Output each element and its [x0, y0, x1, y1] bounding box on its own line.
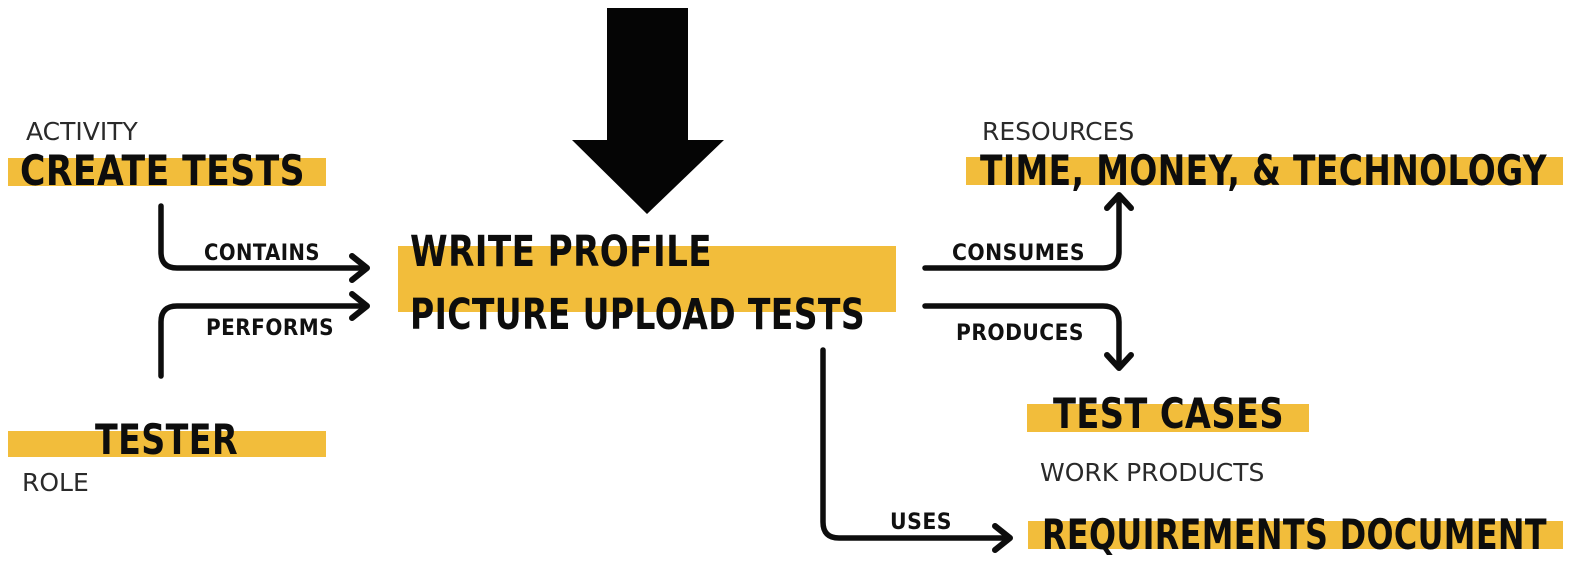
work-products-title: TEST CASES — [1053, 389, 1284, 438]
work-products-caption: WORK PRODUCTS — [1040, 458, 1264, 487]
edge-uses-label: USES — [890, 510, 952, 535]
edge-uses: USES — [820, 347, 1013, 553]
edge-consumes-label: CONSUMES — [952, 241, 1085, 266]
arrowhead-icon — [1104, 192, 1134, 211]
requirements-title: REQUIREMENTS DOCUMENT — [1042, 510, 1547, 559]
resources-title: TIME, MONEY, & TECHNOLOGY — [980, 146, 1547, 195]
arrowhead-icon — [349, 253, 370, 283]
activity-node: ACTIVITY CREATE TESTS — [8, 117, 326, 195]
requirements-highlight — [1028, 521, 1563, 549]
task-title-line1: WRITE PROFILE — [410, 227, 712, 277]
edge-produces: PRODUCES — [922, 303, 1134, 371]
activity-caption: ACTIVITY — [26, 117, 139, 146]
activity-title: CREATE TESTS — [20, 146, 305, 195]
edge-consumes: CONSUMES — [922, 192, 1134, 271]
resources-node: RESOURCES TIME, MONEY, & TECHNOLOGY — [966, 117, 1563, 195]
work-products-highlight — [1027, 404, 1309, 432]
task-title-line2: PICTURE UPLOAD TESTS — [410, 290, 865, 340]
role-caption: ROLE — [22, 468, 89, 497]
edge-produces-label: PRODUCES — [956, 321, 1084, 346]
activity-highlight — [8, 158, 326, 186]
arrowhead-icon — [992, 523, 1013, 553]
role-node: TESTER ROLE — [8, 415, 326, 497]
task-node: WRITE PROFILE PICTURE UPLOAD TESTS — [398, 227, 896, 340]
resources-highlight — [966, 157, 1563, 185]
resources-caption: RESOURCES — [982, 117, 1134, 146]
arrowhead-icon — [1104, 352, 1134, 371]
role-title: TESTER — [95, 415, 238, 464]
edge-performs-label: PERFORMS — [206, 316, 334, 341]
edge-contains-label: CONTAINS — [204, 241, 320, 266]
requirements-node: REQUIREMENTS DOCUMENT — [1028, 510, 1563, 559]
edge-performs: PERFORMS — [158, 291, 370, 379]
task-highlight — [398, 246, 896, 312]
role-highlight — [8, 431, 326, 457]
work-products-node: TEST CASES WORK PRODUCTS — [1027, 389, 1309, 487]
arrowhead-icon — [349, 291, 370, 321]
edge-contains: CONTAINS — [158, 203, 370, 283]
focus-arrow-icon — [572, 8, 724, 214]
